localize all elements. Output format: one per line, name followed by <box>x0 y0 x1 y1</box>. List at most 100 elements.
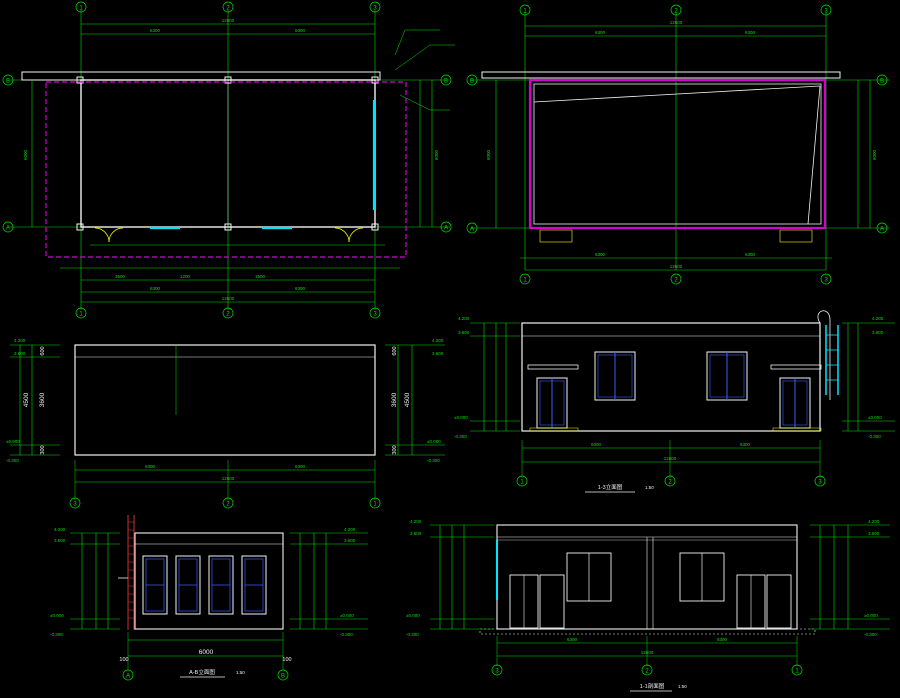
level-mark: ±0.000 <box>50 613 64 618</box>
window <box>142 555 168 615</box>
level-mark: -0.300 <box>868 434 881 439</box>
axis-bubble <box>222 497 234 509</box>
level-mark: -0.300 <box>50 632 63 637</box>
dim-left: 6300 <box>567 637 578 642</box>
axis-bubble <box>369 497 381 509</box>
door-swing <box>348 227 364 243</box>
facade-outline <box>521 322 821 432</box>
axis-label: 2 <box>226 6 230 12</box>
level-mark: 3.600 <box>458 330 470 335</box>
dim-total: 12600 <box>670 20 683 25</box>
axis-label: 1 <box>523 278 527 284</box>
axis-bubble <box>519 4 531 16</box>
axis-label: A <box>126 674 130 680</box>
facade-outline <box>74 344 376 456</box>
dim-600: 600 <box>40 346 46 355</box>
roof-plan: 1 2 3 1 2 3 B A B A 12600 6300 6300 <box>466 4 890 285</box>
elevation-front: 4.200 3.600 ±0.000 -0.300 4.200 3.600 ±0… <box>454 310 895 493</box>
axis-bubble <box>277 669 289 681</box>
level-mark: 3.600 <box>868 531 880 536</box>
dim-total: 12600 <box>664 456 677 461</box>
axis-bubble <box>491 664 503 676</box>
dim-left: 6300 <box>591 442 602 447</box>
axis-label: 1 <box>79 312 83 318</box>
dim-3600: 3600 <box>39 392 46 407</box>
level-mark: ±0.000 <box>864 613 878 618</box>
section-1-1: 4.200 3.600 ±0.000 -0.300 4.200 3.600 ±0… <box>406 519 890 692</box>
dim-total: 12600 <box>670 264 683 269</box>
dim-total: 12600 <box>222 476 235 481</box>
level-mark: -0.300 <box>6 458 19 463</box>
axis-label: 3 <box>373 6 377 12</box>
level-mark: 4.200 <box>344 527 356 532</box>
axis-label: 3 <box>818 480 822 486</box>
axis-label: 1 <box>523 9 527 15</box>
elevation-rear: 600 3600 4500 300 4.200 3.600 ±0.000 -0.… <box>6 338 445 509</box>
dim-4500: 4500 <box>23 392 30 407</box>
dim-right: 6300 <box>295 286 306 291</box>
canopy <box>527 364 579 370</box>
level-mark: 3.600 <box>54 538 66 543</box>
axis-label: 3 <box>73 502 77 508</box>
axis-bubble <box>2 221 14 233</box>
axis-bubble <box>466 74 478 86</box>
axis-bubble <box>876 74 888 86</box>
view-scale: 1:50 <box>645 485 654 490</box>
dim-right: 6300 <box>740 442 751 447</box>
axis-label: 3 <box>495 669 499 675</box>
level-mark: -0.300 <box>427 458 440 463</box>
roof-parapet <box>528 78 827 230</box>
axis-bubble <box>820 273 832 285</box>
axis-label: 2 <box>674 278 678 284</box>
axis-label: 3 <box>824 9 828 15</box>
site-boundary <box>45 81 407 258</box>
axis-label: A <box>880 227 884 233</box>
window <box>175 555 201 615</box>
axis-label: B <box>281 674 285 680</box>
dim-300: 300 <box>40 445 46 454</box>
axis-bubble <box>670 273 682 285</box>
canopy <box>770 364 822 370</box>
level-mark: 3.600 <box>344 538 356 543</box>
door-swing <box>108 227 124 243</box>
window <box>241 555 267 615</box>
dim-right: 6300 <box>717 637 728 642</box>
dim-edge: 100 <box>282 657 291 663</box>
dim-total: 12600 <box>222 296 235 301</box>
window <box>208 555 234 615</box>
axis-bubble <box>519 273 531 285</box>
dim-left: 6300 <box>595 30 606 35</box>
dim-depth: 6000 <box>486 149 491 160</box>
axis-bubble <box>814 475 826 487</box>
dim-right: 6300 <box>295 28 306 33</box>
axis-bubble <box>369 1 381 13</box>
axis-bubble <box>641 664 653 676</box>
axis-bubble <box>664 475 676 487</box>
level-mark: 4.200 <box>868 519 880 524</box>
level-mark: ±0.000 <box>868 415 882 420</box>
view-title: 1-1剖面图 <box>640 682 665 690</box>
axis-label: 3 <box>373 312 377 318</box>
axis-bubble <box>2 74 14 86</box>
dim-total: 12600 <box>222 18 235 23</box>
level-mark: 4.200 <box>410 519 422 524</box>
axis-label: 1 <box>79 6 83 12</box>
view-scale: 1:50 <box>236 670 245 675</box>
level-mark: -0.300 <box>340 632 353 637</box>
axis-label: B <box>6 79 10 85</box>
dim-left: 6300 <box>150 28 161 33</box>
door-swing <box>94 227 110 243</box>
level-mark: 3.600 <box>410 531 422 536</box>
axis-bubble <box>75 307 87 319</box>
level-mark: -0.300 <box>406 632 419 637</box>
axis-bubble <box>440 221 452 233</box>
level-mark: 3.600 <box>872 330 884 335</box>
dim-edge: 100 <box>119 657 128 663</box>
level-mark: 4.200 <box>458 316 470 321</box>
axis-label: B <box>444 79 448 85</box>
level-mark: 3.600 <box>14 351 26 356</box>
dim-seg: 1200 <box>180 274 191 279</box>
view-title: A-B立面图 <box>189 668 215 676</box>
